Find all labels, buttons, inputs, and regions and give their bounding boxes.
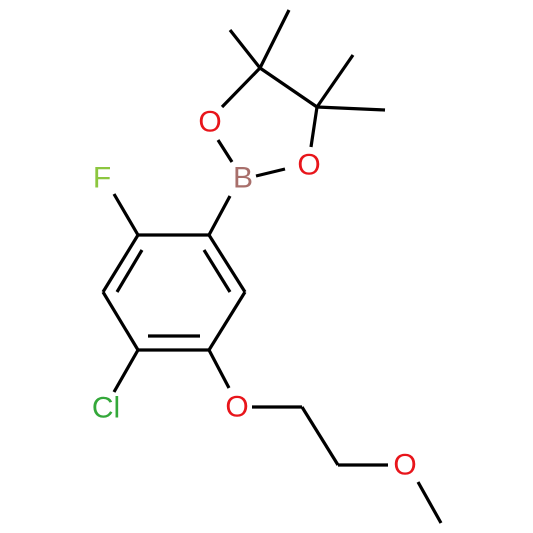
bond-o1-cq1 xyxy=(220,66,262,109)
atom-label-oxygen-ether: O xyxy=(225,391,248,424)
bond-cq2-methyl-a xyxy=(315,54,355,108)
bond-c5-cl xyxy=(112,349,140,393)
dioxaborolane-ring xyxy=(216,9,386,178)
atom-label-oxygen-ring-right: O xyxy=(297,149,320,182)
bond-cq2-methyl-b xyxy=(316,105,386,112)
atom-label-oxygen-ring-left: O xyxy=(198,106,221,139)
bond-cq1-cq2 xyxy=(259,66,318,109)
bond-ring-inner-c2-c3 xyxy=(202,249,232,293)
bond-o4-ch3 xyxy=(416,481,443,524)
methoxyethoxy-chain xyxy=(252,405,443,524)
bond-ring-inner-c1-c6 xyxy=(115,249,144,293)
benzene-ring xyxy=(101,233,247,352)
bond-ring-c6-c1 xyxy=(101,234,140,293)
bond-ring-c3-c4 xyxy=(207,291,247,351)
bond-cq2-o2 xyxy=(309,106,319,148)
bond-b-o2 xyxy=(255,167,286,178)
atom-label-chlorine: Cl xyxy=(92,392,120,425)
bond-ring-c5-c6 xyxy=(101,291,140,351)
bond-cq1-methyl-a xyxy=(228,29,262,69)
bond-ch2a-ch2b xyxy=(300,406,340,466)
bond-c2-b xyxy=(207,195,232,236)
atom-label-oxygen-methoxy: O xyxy=(393,449,416,482)
bond-c4-o3 xyxy=(207,349,231,389)
bond-c1-f xyxy=(112,193,140,236)
bond-b-o1 xyxy=(216,139,234,163)
bond-ring-c2-c3 xyxy=(207,234,247,293)
atom-label-boron: B xyxy=(233,162,253,195)
atom-label-fluorine: F xyxy=(93,162,111,195)
bond-cq1-methyl-b xyxy=(258,9,291,69)
